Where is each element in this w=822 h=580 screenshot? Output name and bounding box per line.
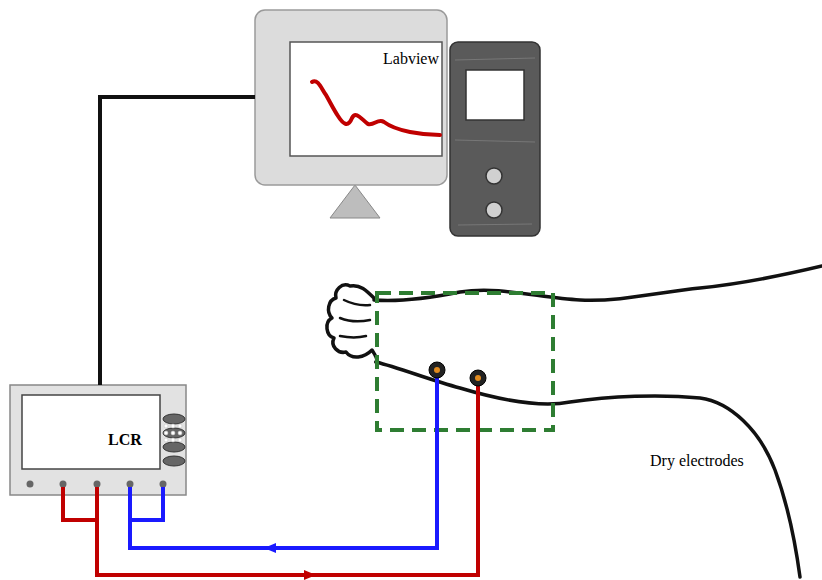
monitor-box: Labview — [255, 10, 447, 185]
lcr-meter-box: LCR — [10, 385, 186, 495]
node-label: Labview — [383, 50, 439, 68]
part-label: Dry electrodes — [648, 452, 746, 470]
lcr-meter — [10, 385, 186, 495]
electrode — [429, 362, 486, 386]
node-label: LCR — [108, 431, 142, 449]
electrode-region — [377, 293, 553, 430]
arm — [327, 266, 822, 577]
computer-tower — [450, 42, 540, 236]
data-cable — [100, 97, 255, 385]
lead-wires — [63, 374, 478, 575]
monitor — [255, 10, 447, 218]
